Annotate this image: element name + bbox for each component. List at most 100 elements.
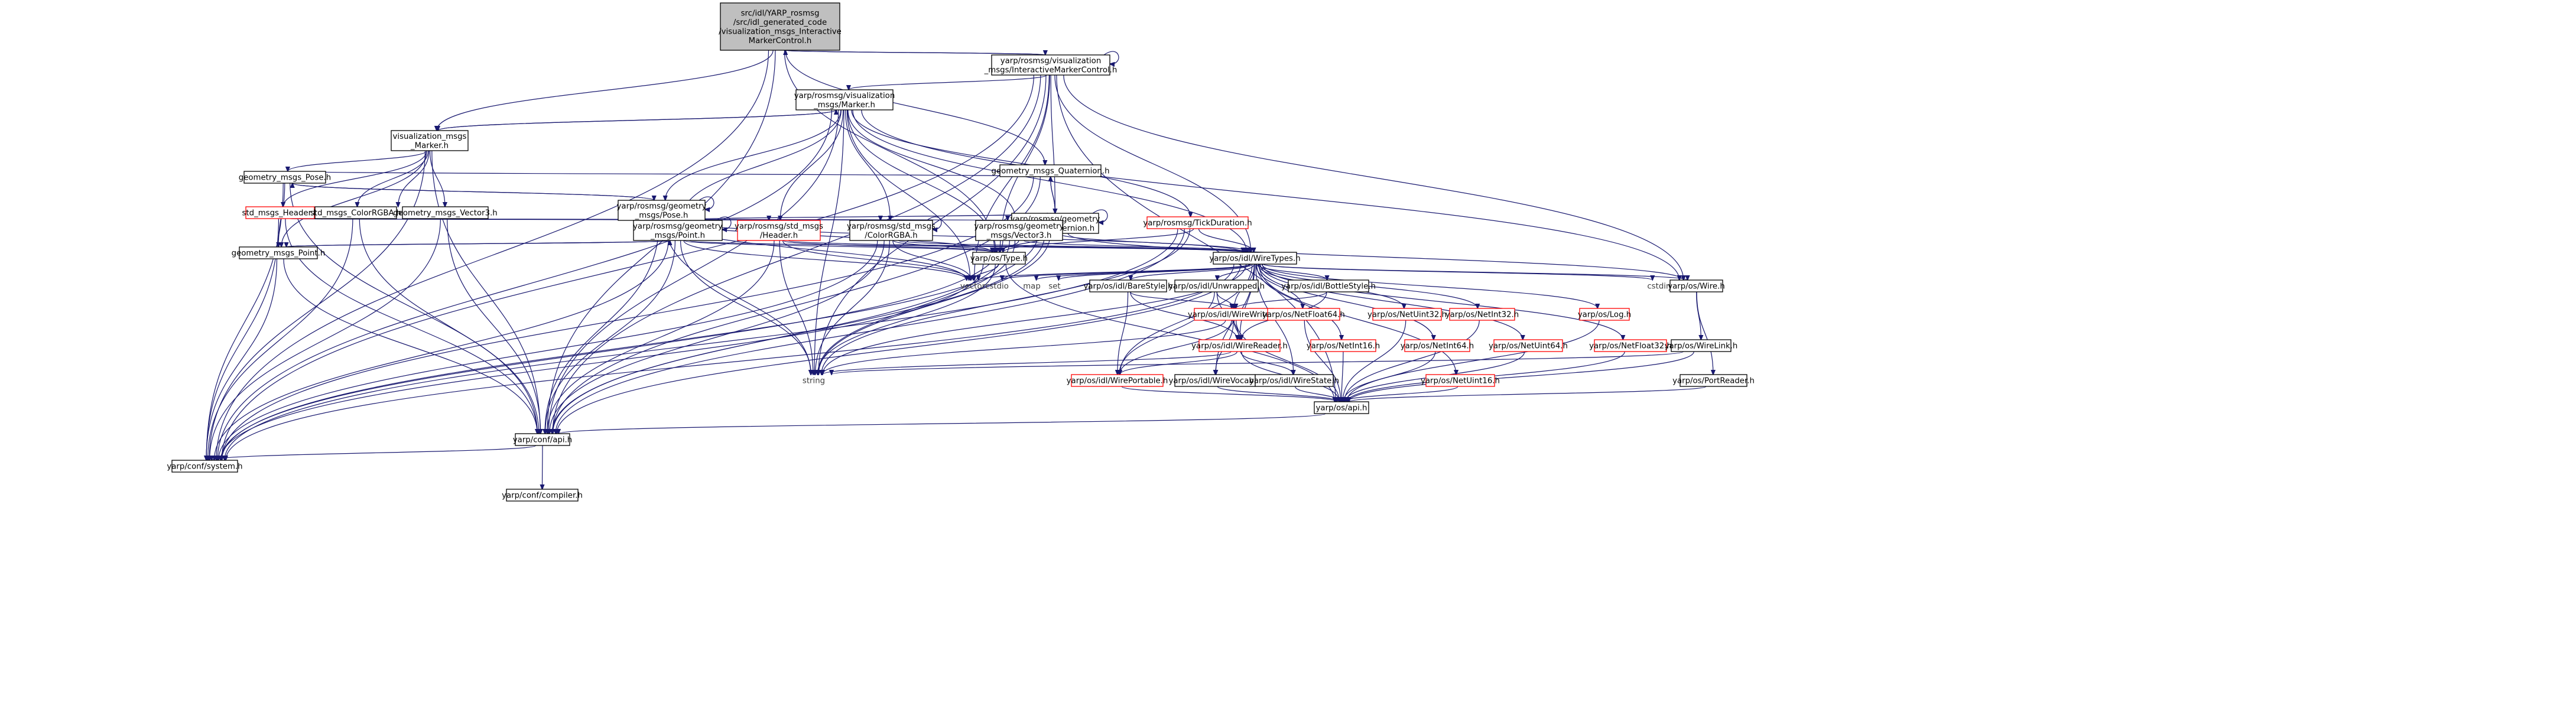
node-box xyxy=(515,433,570,446)
node-netint32[interactable]: yarp/os/NetInt32.h xyxy=(1445,308,1519,321)
edge-marker-to-yr_tick xyxy=(851,109,1191,217)
node-box xyxy=(1089,279,1167,292)
node-wirevocab[interactable]: yarp/os/idl/WireVocab.h xyxy=(1169,374,1262,387)
node-cstdint[interactable]: cstdint xyxy=(1647,282,1674,291)
edge-imc-to-wire xyxy=(1063,74,1684,280)
edge-vm_marker-to-gm_pose xyxy=(288,150,427,171)
node-map[interactable]: map xyxy=(1023,282,1041,291)
edge-yr_quat-to-wire xyxy=(1067,233,1684,280)
node-label-line: yarp/os/idl/WireState.h xyxy=(1249,377,1339,386)
node-label-line: yarp/os/Type.h xyxy=(970,255,1028,264)
node-vm-marker[interactable]: visualization_msgs_Marker.h xyxy=(391,130,469,151)
node-netuint16[interactable]: yarp/os/NetUint16.h xyxy=(1421,374,1500,387)
node-box xyxy=(1680,374,1747,387)
node-unwrapped[interactable]: yarp/os/idl/Unwrapped.h xyxy=(1168,279,1265,292)
edge-config-to-system xyxy=(212,445,537,460)
node-label-line: yarp/os/NetFloat64.h xyxy=(1262,311,1345,320)
node-marker[interactable]: yarp/rosmsg/visualization_msgs/Marker.h xyxy=(794,89,895,110)
node-barestyle[interactable]: yarp/os/idl/BareStyle.h xyxy=(1084,279,1173,292)
node-wireportable[interactable]: yarp/os/idl/WirePortable.h xyxy=(1067,374,1168,387)
node-netuint64[interactable]: yarp/os/NetUint64.h xyxy=(1489,339,1568,352)
edge-netint16-to-api xyxy=(1341,351,1343,402)
node-netuint32[interactable]: yarp/os/NetUint32.h xyxy=(1367,308,1447,321)
node-log[interactable]: yarp/os/Log.h xyxy=(1578,308,1631,321)
node-wirereader[interactable]: yarp/os/idl/WireReader.h xyxy=(1191,339,1288,352)
edge-wiretypes-to-cstdio xyxy=(1002,264,1250,280)
node-portreader[interactable]: yarp/os/PortReader.h xyxy=(1672,374,1755,387)
node-box xyxy=(737,220,821,241)
node-gm-quat[interactable]: geometry_msgs_Quaternion.h xyxy=(992,164,1110,177)
node-root[interactable]: src/idl/YARP_rosmsg/src/idl_generated_co… xyxy=(719,2,842,51)
edge-wirewriter-to-string xyxy=(822,320,1226,375)
edge-yr_color-to-wiretypes xyxy=(898,240,1248,252)
edge-wirelink-to-string xyxy=(831,351,1684,375)
node-yr-vec3[interactable]: yarp/rosmsg/geometry_msgs/Vector3.h xyxy=(974,220,1064,241)
node-gm-pose[interactable]: geometry_msgs_Pose.h xyxy=(239,171,331,184)
node-yr-pose[interactable]: yarp/rosmsg/geometry_msgs/Pose.h xyxy=(617,200,707,221)
node-compiler[interactable]: yarp/conf/compiler.h xyxy=(502,489,583,502)
edge-type-to-vector xyxy=(973,264,999,280)
edge-netint64-to-api xyxy=(1343,351,1436,402)
node-gm-point[interactable]: geometry_msgs_Point.h xyxy=(232,246,326,259)
node-system[interactable]: yarp/conf/system.h xyxy=(167,460,243,473)
edge-wirereader-to-string xyxy=(822,351,1232,375)
edge-vm_marker-to-std_color xyxy=(358,150,429,207)
node-config[interactable]: yarp/conf/api.h xyxy=(513,433,572,446)
node-wirelink[interactable]: yarp/os/WireLink.h xyxy=(1665,339,1738,352)
node-box xyxy=(972,252,1026,265)
node-box xyxy=(1669,279,1723,292)
node-label-line: yarp/rosmsg/visualization xyxy=(1000,57,1102,66)
edge-bottlestyle-to-wirewriter xyxy=(1236,291,1327,308)
node-netfloat64[interactable]: yarp/os/NetFloat64.h xyxy=(1262,308,1345,321)
node-yr-color[interactable]: yarp/rosmsg/std_msgs/ColorRGBA.h xyxy=(847,220,935,241)
node-label-line: yarp/rosmsg/std_msgs xyxy=(847,222,935,231)
node-label-line: geometry_msgs_Pose.h xyxy=(239,174,331,183)
node-label-line: geometry_msgs_Quaternion.h xyxy=(992,167,1110,176)
node-label-line: string xyxy=(803,377,825,386)
node-vector[interactable]: vector xyxy=(960,282,986,291)
node-label-line: yarp/rosmsg/geometry xyxy=(617,202,707,211)
node-set[interactable]: set xyxy=(1048,282,1060,291)
edge-marker-to-wire xyxy=(861,109,1680,280)
edge-wiretypes-to-unwrapped xyxy=(1217,264,1255,280)
node-wirestate[interactable]: yarp/os/idl/WireState.h xyxy=(1249,374,1339,387)
node-wiretypes[interactable]: yarp/os/idl/WireTypes.h xyxy=(1209,252,1301,265)
node-box xyxy=(720,2,840,51)
node-yr-header[interactable]: yarp/rosmsg/std_msgs/Header.h xyxy=(735,220,823,241)
node-box xyxy=(1314,401,1369,414)
edge-yr_quat-to-yr_quat xyxy=(1092,209,1108,222)
node-type[interactable]: yarp/os/Type.h xyxy=(970,252,1028,265)
node-netint64[interactable]: yarp/os/NetInt64.h xyxy=(1401,339,1474,352)
edge-portreader-to-api xyxy=(1349,386,1707,402)
node-std-header[interactable]: std_msgs_Header.h xyxy=(242,206,319,219)
node-string[interactable]: string xyxy=(803,377,825,386)
node-box xyxy=(402,206,489,219)
edge-vm_marker-to-marker xyxy=(437,110,836,131)
node-box xyxy=(171,460,238,473)
node-box xyxy=(1671,339,1732,352)
node-wirewriter[interactable]: yarp/os/idl/WireWriter.h xyxy=(1188,308,1280,321)
edge-gm_point-to-yr_point xyxy=(285,240,670,248)
node-netfloat32[interactable]: yarp/os/NetFloat32.h xyxy=(1589,339,1672,352)
node-label-line: _Marker.h xyxy=(410,141,449,150)
node-bottlestyle[interactable]: yarp/os/idl/BottleStyle.h xyxy=(1281,279,1376,292)
node-label-line: yarp/os/idl/Unwrapped.h xyxy=(1168,282,1265,291)
node-yr-tick[interactable]: yarp/rosmsg/TickDuration.h xyxy=(1143,216,1252,229)
node-gm-vec3[interactable]: geometry_msgs_Vector3.h xyxy=(393,206,498,219)
node-label-line: geometry_msgs_Vector3.h xyxy=(393,209,497,218)
edge-wirereader-to-wireportable xyxy=(1120,351,1237,375)
node-yr-point[interactable]: yarp/rosmsg/geometry_msgs/Point.h xyxy=(633,220,723,241)
node-cstdio[interactable]: cstdio xyxy=(985,282,1009,291)
node-imc[interactable]: yarp/rosmsg/visualization_msgs/Interacti… xyxy=(984,54,1118,76)
node-std-color[interactable]: std_msgs_ColorRGBA.h xyxy=(310,206,401,219)
edge-vm_marker-to-tickduration xyxy=(398,150,430,207)
node-api[interactable]: yarp/os/api.h xyxy=(1314,401,1369,414)
node-wire[interactable]: yarp/os/Wire.h xyxy=(1668,279,1725,292)
edge-yr_header-to-type xyxy=(782,240,995,252)
node-netint16[interactable]: yarp/os/NetInt16.h xyxy=(1307,339,1380,352)
edge-yr_vec3-to-system xyxy=(221,240,1003,460)
node-box xyxy=(1146,216,1249,229)
edge-wireportable-to-api xyxy=(1121,386,1337,402)
edge-gm_pose-to-gm_quat xyxy=(300,171,1035,177)
